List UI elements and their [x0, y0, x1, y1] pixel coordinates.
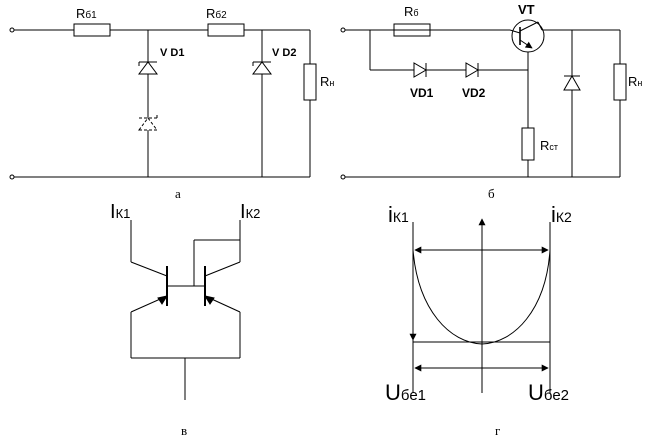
panel-d-labels: iК1 iК2 Uбе1 Uбе2 г	[385, 202, 572, 438]
panel-b-circuit	[340, 19, 627, 180]
resistor-rn-b	[613, 63, 627, 101]
resistor-rn	[303, 63, 317, 101]
emitter-arrow-right	[203, 295, 215, 305]
caption-c: в	[181, 423, 187, 438]
label-vd1-b: VD1	[410, 86, 434, 100]
label-rst: Rст	[540, 138, 558, 153]
input-terminal-bottom	[340, 174, 346, 180]
caption-b: б	[488, 186, 495, 201]
diode-vd1	[413, 62, 427, 78]
characteristic-curve	[412, 249, 551, 345]
label-vd1: V D1	[160, 47, 184, 59]
caption-d: г	[495, 423, 500, 438]
zener-vd2	[252, 61, 272, 75]
resistor-rst	[521, 127, 535, 161]
input-terminal-top	[340, 27, 346, 33]
label-ube1: Uбе1	[385, 380, 426, 405]
panel-a-labels: Rб1 Rб2 V D1 V D2 Rн а	[76, 6, 334, 201]
collector-lead-k1	[130, 261, 168, 277]
panel-b-labels: Rб VT VD1 VD2 Rст Rн б	[404, 2, 642, 201]
emitter-arrow-left	[157, 295, 169, 305]
label-vd2: V D2	[272, 47, 296, 59]
label-rb1: Rб1	[76, 6, 97, 21]
label-ube2: Uбе2	[528, 380, 569, 405]
label-ik1-c: IК1	[110, 201, 130, 223]
label-rn-a: Rн	[320, 74, 334, 89]
panel-d-graph	[409, 218, 551, 393]
label-vd2-b: VD2	[462, 86, 486, 100]
input-terminal-top	[9, 27, 15, 33]
label-rb2: Rб2	[206, 6, 227, 21]
label-vt: VT	[518, 2, 535, 17]
label-ik1-d: iК1	[388, 202, 409, 227]
wire	[537, 21, 543, 31]
transistor-lead	[519, 21, 539, 32]
label-ik2-d: iК2	[551, 202, 572, 227]
transistor-collector	[509, 29, 521, 34]
panel-c-circuit	[130, 220, 241, 400]
panel-c-labels: IК1 IК2 в	[110, 201, 260, 438]
panel-a-circuit	[9, 23, 317, 180]
collector-lead-k2	[204, 261, 241, 277]
caption-a: а	[175, 186, 181, 201]
resistor-rb1	[73, 23, 111, 37]
zener-diode	[563, 74, 581, 91]
zener-dashed	[138, 114, 158, 131]
diode-vd2	[465, 62, 479, 78]
label-rn-b: Rн	[628, 74, 642, 89]
transistor-emitter	[519, 39, 533, 49]
zener-vd1	[138, 61, 158, 75]
label-rb: Rб	[404, 4, 419, 19]
resistor-rb	[393, 23, 431, 37]
label-ik2-c: IК2	[240, 201, 260, 223]
input-terminal-bottom	[9, 174, 15, 180]
resistor-rb2	[207, 23, 245, 37]
